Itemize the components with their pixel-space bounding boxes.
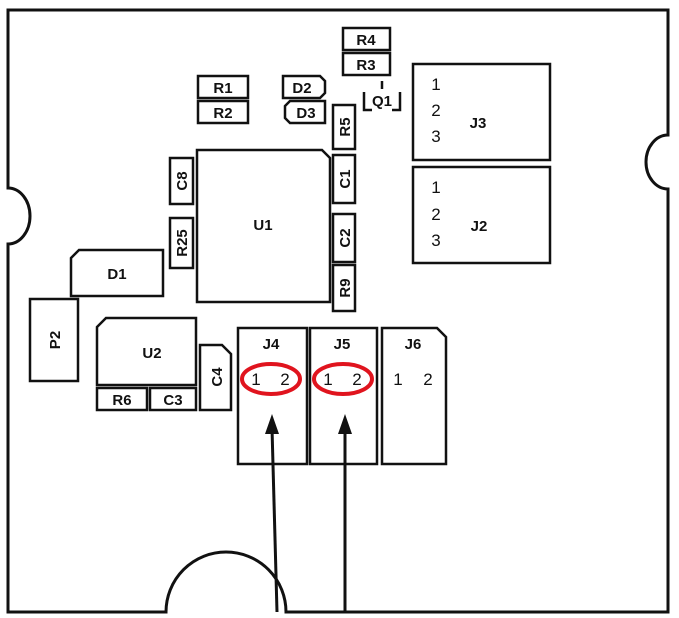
capacitor-c4: C4 xyxy=(198,343,233,412)
svg-text:R2: R2 xyxy=(213,105,232,122)
svg-text:1: 1 xyxy=(393,370,402,389)
connector-j6: J6 1 2 xyxy=(380,326,448,466)
svg-text:1: 1 xyxy=(323,370,332,389)
diode-d2: D2 xyxy=(281,74,327,100)
svg-text:J3: J3 xyxy=(470,115,487,132)
svg-text:R4: R4 xyxy=(356,32,376,49)
svg-text:J4: J4 xyxy=(263,336,280,353)
capacitor-c2: C2 xyxy=(331,212,357,264)
capacitor-c3: C3 xyxy=(148,386,198,412)
svg-text:D1: D1 xyxy=(107,266,126,283)
svg-text:C3: C3 xyxy=(163,392,182,409)
svg-text:2: 2 xyxy=(423,370,432,389)
connector-j2: 1 2 3 J2 xyxy=(411,165,552,265)
svg-text:3: 3 xyxy=(431,231,440,250)
resistor-r3: R3 xyxy=(341,51,392,77)
svg-text:C4: C4 xyxy=(209,367,226,387)
capacitor-c8: C8 xyxy=(168,156,195,206)
arrow-to-j4 xyxy=(265,414,279,613)
connector-j5: J5 1 2 xyxy=(308,326,379,466)
ic-u2: U2 xyxy=(95,316,198,387)
highlight-ring-j4 xyxy=(240,362,302,396)
svg-text:2: 2 xyxy=(431,205,440,224)
svg-text:D3: D3 xyxy=(296,105,315,122)
resistor-r1: R1 xyxy=(196,74,250,100)
svg-text:R5: R5 xyxy=(337,117,354,136)
diode-d3: D3 xyxy=(283,99,327,125)
svg-text:2: 2 xyxy=(352,370,361,389)
svg-text:C8: C8 xyxy=(174,171,191,190)
arrow-to-j5 xyxy=(338,414,352,612)
connector-j3: 1 2 3 J3 xyxy=(411,62,552,162)
svg-text:C2: C2 xyxy=(337,228,354,247)
resistor-r6: R6 xyxy=(95,386,149,412)
board-outline xyxy=(6,8,670,614)
capacitor-c1: C1 xyxy=(331,153,357,205)
svg-text:P2: P2 xyxy=(47,331,64,349)
svg-text:1: 1 xyxy=(431,75,440,94)
resistor-r5: R5 xyxy=(331,103,357,151)
svg-text:J5: J5 xyxy=(334,336,351,353)
svg-text:D2: D2 xyxy=(292,80,311,97)
svg-text:3: 3 xyxy=(431,127,440,146)
resistor-r9: R9 xyxy=(331,263,357,313)
transistor-q1: Q1 xyxy=(362,81,402,112)
highlight-ring-j5 xyxy=(312,362,374,396)
resistor-r4: R4 xyxy=(341,26,392,52)
svg-text:C1: C1 xyxy=(337,169,354,188)
connector-j4: J4 1 2 xyxy=(236,326,309,466)
svg-text:R25: R25 xyxy=(174,229,191,257)
svg-text:J6: J6 xyxy=(405,336,422,353)
svg-text:R9: R9 xyxy=(337,278,354,297)
svg-text:2: 2 xyxy=(431,101,440,120)
svg-text:1: 1 xyxy=(251,370,260,389)
svg-text:R1: R1 xyxy=(213,80,232,97)
connector-p2: P2 xyxy=(28,297,80,383)
resistor-r2: R2 xyxy=(196,99,250,125)
ic-u1: U1 xyxy=(195,148,332,304)
svg-text:R6: R6 xyxy=(112,392,131,409)
svg-text:Q1: Q1 xyxy=(372,93,392,110)
svg-text:1: 1 xyxy=(431,178,440,197)
svg-text:J2: J2 xyxy=(471,218,488,235)
svg-text:R3: R3 xyxy=(356,57,375,74)
resistor-r25: R25 xyxy=(168,216,195,270)
diode-d1: D1 xyxy=(69,248,165,298)
svg-text:U1: U1 xyxy=(253,217,272,234)
svg-text:U2: U2 xyxy=(142,345,161,362)
svg-text:2: 2 xyxy=(280,370,289,389)
